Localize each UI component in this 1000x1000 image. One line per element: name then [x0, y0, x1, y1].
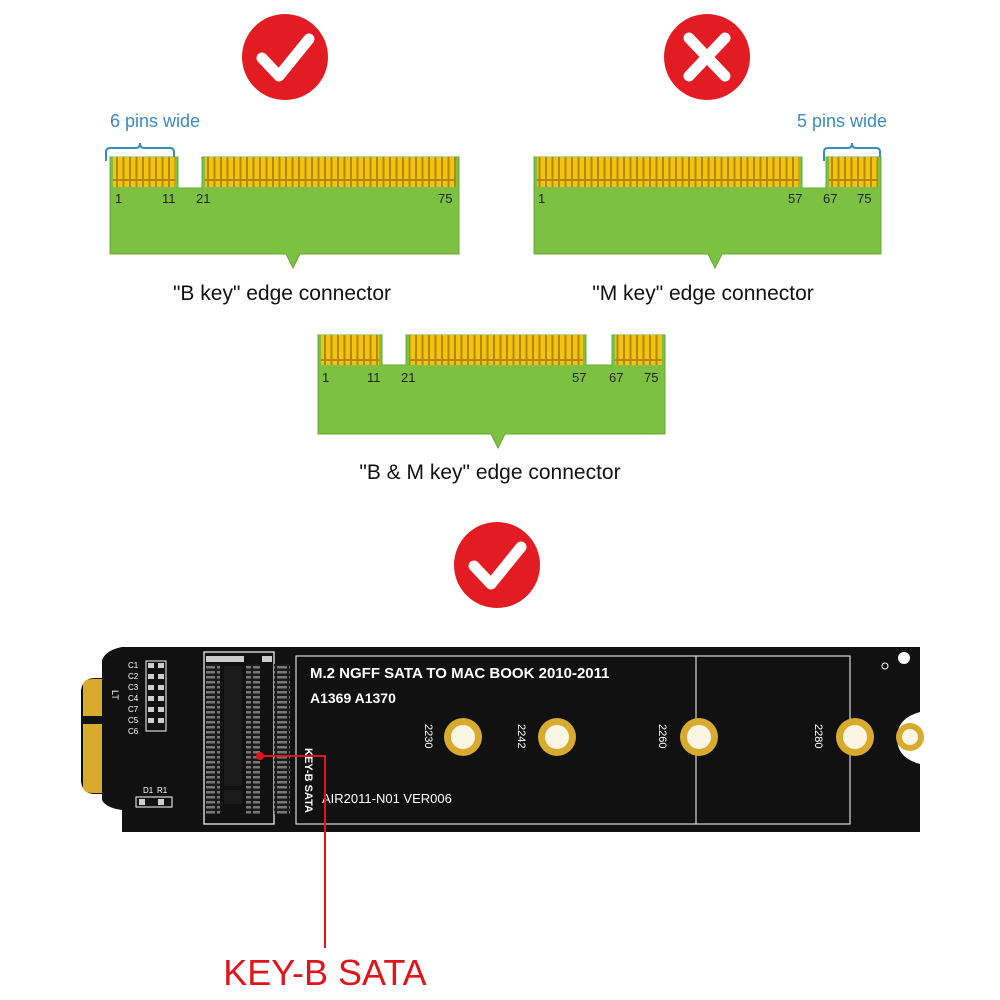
bm-key-caption: "B & M key" edge connector: [359, 461, 620, 484]
mount-label: 2230: [422, 724, 434, 748]
pin-label: 11: [367, 370, 381, 385]
pin-label: 1: [538, 191, 545, 206]
cross-icon: [664, 14, 750, 100]
bm-key-pins-left: [321, 335, 379, 365]
mount-label: 2242: [515, 724, 527, 748]
pin-label: 21: [401, 370, 415, 385]
pin-label: 21: [196, 191, 210, 206]
board-models: A1369 A1370: [310, 690, 396, 706]
pin-label: 1: [322, 370, 329, 385]
fiducial-small: [881, 662, 889, 670]
svg-text:C5: C5: [128, 716, 139, 725]
led-label: D1: [143, 786, 154, 795]
mount-hole-2280: [836, 718, 874, 756]
m2-socket: [203, 651, 290, 825]
slot-label: KEY-B SATA: [302, 748, 314, 813]
board-pcb: [81, 647, 920, 832]
bm-key-pins-right: [615, 335, 662, 365]
pin-label: 67: [823, 191, 837, 206]
svg-text:C4: C4: [128, 694, 139, 703]
pin-label: 67: [609, 370, 623, 385]
capacitor-pads: [145, 660, 167, 732]
m-key-pins-left: [537, 157, 799, 187]
callout-label: KEY-B SATA: [223, 952, 426, 993]
b-key-pins-left: [113, 157, 175, 187]
svg-text:C3: C3: [128, 683, 139, 692]
mount-label: 2260: [656, 724, 668, 748]
svg-text:C1: C1: [128, 661, 139, 670]
pin-label: 75: [644, 370, 658, 385]
board-version: AIR2011-N01 VER006: [322, 791, 452, 806]
check-icon: [242, 14, 328, 100]
b-key-width-bracket: [105, 142, 175, 161]
pin-label: 57: [572, 370, 586, 385]
bm-key-connector: 1 11 21 57 67 75 "B & M key" edge connec…: [317, 334, 666, 484]
b-key-caption: "B key" edge connector: [173, 282, 391, 305]
capacitor-labels: C1 C2 C3 C4 C7 C5 C6: [128, 661, 139, 736]
pin-label: 75: [438, 191, 452, 206]
m-key-caption: "M key" edge connector: [592, 282, 814, 305]
pin-label: 75: [857, 191, 871, 206]
m-key-width-label: 5 pins wide: [797, 111, 887, 131]
mount-label: 2280: [812, 724, 824, 748]
mount-hole-2260: [680, 718, 718, 756]
pin-label: 11: [162, 191, 176, 206]
bm-key-pins-middle: [409, 335, 583, 365]
screw-notch: [896, 723, 924, 751]
callout: KEY-B SATA: [223, 752, 427, 993]
fiducial: [898, 652, 910, 664]
board-title: M.2 NGFF SATA TO MAC BOOK 2010-2011: [310, 665, 610, 682]
callout-line: [260, 755, 326, 948]
board-edge-label: LT: [110, 690, 120, 700]
svg-text:C7: C7: [128, 705, 139, 714]
adapter-board: LT C1 C2 C3 C4 C7 C5 C6 D1 R1: [81, 647, 924, 832]
led-footprint: [135, 796, 173, 808]
pin-label: 1: [115, 191, 122, 206]
pin-label: 57: [788, 191, 802, 206]
b-key-width-label: 6 pins wide: [110, 111, 200, 131]
check-icon: [454, 522, 540, 608]
resistor-label: R1: [157, 786, 168, 795]
svg-text:C2: C2: [128, 672, 139, 681]
m-key-connector: 5 pins wide 1 57 67 75 "M key" edge conn…: [533, 111, 887, 305]
mount-hole-2242: [538, 718, 576, 756]
b-key-pins-right: [205, 157, 456, 187]
b-key-connector: 6 pins wide 1 11 21 75 "B key" edge conn…: [105, 111, 460, 305]
mount-hole-2230: [444, 718, 482, 756]
m-key-pins-right: [829, 157, 878, 187]
mac-edge-connector: [83, 679, 102, 793]
m-key-width-bracket: [823, 142, 881, 161]
svg-text:C6: C6: [128, 727, 139, 736]
